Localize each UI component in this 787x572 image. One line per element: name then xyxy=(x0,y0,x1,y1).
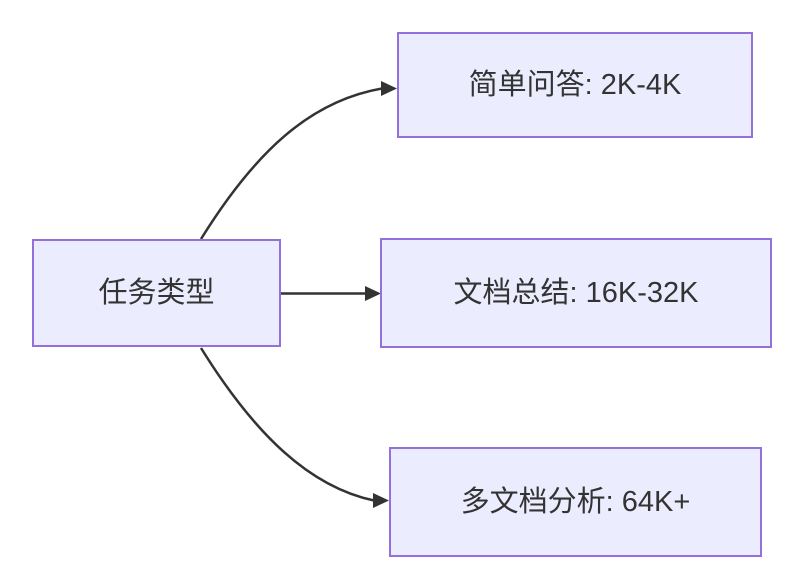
node-doc-summary: 文档总结: 16K-32K xyxy=(380,238,772,348)
arrowhead-doc-summary-icon xyxy=(365,286,381,301)
arrowhead-simple-qa-icon xyxy=(381,81,397,96)
node-multi-doc-analysis-label: 多文档分析: 64K+ xyxy=(460,485,691,518)
node-task-type-label: 任务类型 xyxy=(98,276,215,309)
node-simple-qa-label: 简单问答: 2K-4K xyxy=(468,68,682,101)
node-simple-qa: 简单问答: 2K-4K xyxy=(397,32,753,138)
arrowhead-multi-doc-icon xyxy=(373,493,389,508)
node-task-type: 任务类型 xyxy=(32,239,281,347)
edge-to-multi-doc xyxy=(199,347,375,502)
node-doc-summary-label: 文档总结: 16K-32K xyxy=(453,276,699,309)
edge-to-simple-qa xyxy=(199,87,383,240)
node-multi-doc-analysis: 多文档分析: 64K+ xyxy=(389,447,762,557)
